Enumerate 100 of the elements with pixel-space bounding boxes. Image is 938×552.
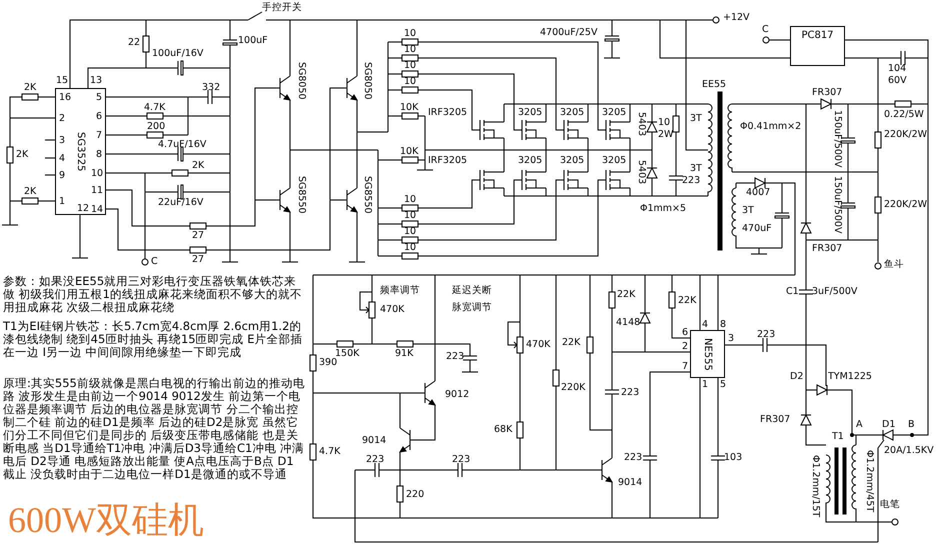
component-label: 3205	[518, 156, 542, 166]
component-label: 91K	[395, 349, 414, 359]
component-label: 220	[406, 490, 424, 500]
component-label: 470uF	[742, 224, 772, 234]
component-label: 150uF/500V	[832, 110, 842, 168]
component-label: D2	[790, 372, 804, 382]
component-label: Φ0.41mm×2	[740, 122, 802, 132]
component-label: 470K	[526, 340, 550, 350]
terminal-label: 9014	[618, 478, 642, 488]
component-label: FR307	[812, 244, 842, 254]
component-label: 手控开关	[262, 3, 302, 13]
pin-number: 6	[682, 328, 688, 338]
pin-number: 11	[91, 186, 104, 196]
component-label: B	[908, 420, 915, 430]
component-label: 104	[888, 64, 906, 74]
component-label: SG8050	[296, 62, 306, 100]
ic-package	[55, 88, 106, 215]
terminal-label: 鱼斗	[884, 260, 904, 270]
pin-number: 4	[702, 320, 708, 330]
note-paragraph: 原理:其实555前级就像是黑白电视的行输出前边的推动电路 波形发生是由前边一个9014 9012发生 前边第一个电位器是频率调节 后边的电位器是脉宽调节 分二个输出控制二个硅 前边的硅D1是频率 后边的硅D2是脉宽 虽然它们分工不同但它们是同步的 后级变压带电感储能 也是关断电感 当D1导通给T1冲电 冲满后D3导通给C1冲电 冲满电后 D2导通 电感短路放出能量 使A点电压高于B点 D1截止 没负载时由于二边电位一样D1是微通的或不导通	[3, 377, 305, 481]
component-label: 27	[192, 231, 204, 241]
component-label: SG8550	[296, 176, 306, 214]
component-label: IRF3205	[428, 156, 468, 166]
pin-number: 3	[59, 136, 66, 146]
component-label: 4.7K	[144, 103, 166, 113]
terminal-label: C	[151, 257, 158, 267]
pin-number: 4	[59, 154, 66, 164]
component-label: 332	[202, 83, 220, 93]
component-label: T1	[832, 432, 844, 442]
component-label: 68K	[494, 425, 512, 435]
pin-number: 15	[56, 76, 68, 86]
component-label: 4.7uF/16V	[158, 140, 206, 150]
component-label: 2K	[192, 161, 204, 171]
component-label: 200	[147, 122, 166, 132]
component-label: 22	[128, 38, 140, 48]
pin-number: 2	[59, 114, 66, 124]
pin-number: 3	[728, 334, 734, 344]
pin-number: 12	[77, 204, 90, 214]
component-label: 3205	[602, 108, 626, 118]
component-label: 220K/2W	[884, 200, 928, 210]
pin-number: 8	[96, 150, 102, 160]
component-label: 3T	[742, 206, 754, 216]
component-label: 2W	[658, 130, 674, 140]
component-label: 103	[724, 453, 742, 463]
node-label: A	[856, 420, 862, 430]
component-label: 2K	[16, 150, 28, 160]
ic-package	[790, 26, 845, 66]
pin-number: 2	[682, 342, 688, 352]
component-label: 5403	[636, 112, 646, 136]
note-paragraph: 参数：如果没EE55就用三对彩电行变压器铁氧体铁芯来做 初级我们用五根1的线扭成麻花来绕面积不够大的就不用扭成麻花 次级二根扭成麻花绕	[3, 275, 303, 314]
pin-number: 7	[682, 362, 688, 372]
component-label: 电笔	[880, 500, 900, 510]
component-label: 150K	[335, 349, 360, 359]
component-label: 2K	[24, 83, 36, 93]
component-label: 3205	[602, 156, 626, 166]
component-label: 10K	[400, 147, 418, 157]
component-label: 223	[757, 330, 776, 340]
pin-number: 5	[720, 380, 726, 390]
ic-package	[690, 330, 725, 378]
component-label: 60V	[888, 76, 907, 86]
pin-number: 14	[91, 205, 104, 215]
terminal-label: C	[762, 25, 769, 35]
component-label: 4700uF/25V	[540, 28, 598, 38]
component-label: 3205	[560, 108, 584, 118]
component-label: 10K	[400, 103, 418, 113]
component-label: Φ1mm×5	[640, 204, 686, 214]
component-label: 10	[404, 29, 416, 39]
component-label: TYM1225	[828, 372, 872, 382]
component-label: Φ1.2mm/45T	[864, 450, 874, 512]
ic-name: SG3525	[75, 132, 86, 172]
component-label: 100uF/16V	[152, 49, 204, 59]
adjustment-label: 频率调节	[380, 286, 420, 296]
pin-number: 6	[96, 112, 102, 122]
component-label: SG8550	[362, 176, 372, 214]
component-label: 2K	[24, 187, 36, 197]
component-label: 22K	[562, 338, 580, 348]
component-label: D1	[882, 420, 896, 430]
pin-number: 9	[59, 171, 66, 181]
component-label: 3205	[560, 156, 584, 166]
component-label: EE55	[702, 80, 726, 90]
component-label: 223	[366, 455, 384, 465]
component-label: 223	[452, 455, 470, 465]
component-label: FR307	[812, 88, 842, 98]
component-label: 9012	[445, 390, 470, 400]
pin-number: 16	[59, 93, 72, 103]
component-label: 3T	[690, 164, 702, 174]
terminal-label: +12V	[723, 13, 750, 23]
component-label: 3T	[690, 114, 702, 124]
component-label: 22K	[678, 296, 696, 306]
component-label: 22uF/16V	[158, 198, 204, 208]
component-label: 10	[658, 118, 670, 128]
component-label: 0.22/5W	[884, 110, 924, 120]
component-label: 220K	[561, 383, 586, 393]
pin-number: 5	[96, 93, 102, 103]
component-label: 4148	[616, 318, 640, 328]
component-label: 223	[682, 176, 700, 186]
component-label: 5403	[636, 160, 646, 184]
component-label: 3205	[518, 108, 542, 118]
component-label: 4007	[746, 188, 770, 198]
component-label: 3uF/500V	[812, 287, 858, 297]
